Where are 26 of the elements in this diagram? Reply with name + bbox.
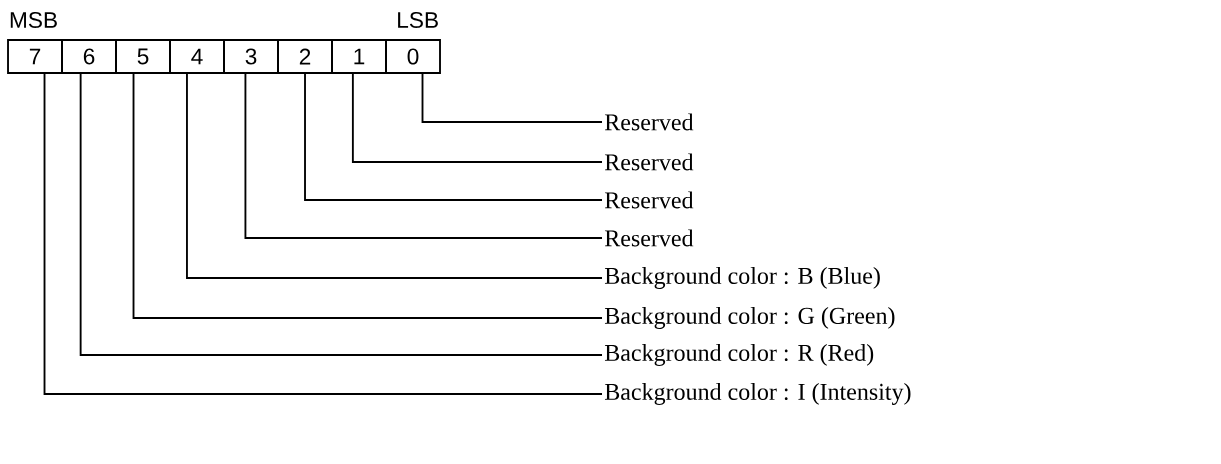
- bit-cell: 2: [277, 39, 333, 74]
- field-description: Reserved: [604, 191, 694, 209]
- leader-line: [186, 73, 603, 279]
- leader-line: [351, 73, 603, 163]
- leader-line: [79, 73, 603, 356]
- leader-line: [244, 73, 603, 239]
- field-description: Reserved: [604, 229, 694, 247]
- bit-order-label: MSB: [10, 11, 57, 29]
- bit-cell: 6: [61, 39, 117, 74]
- bit-order-label: LSB: [398, 11, 438, 29]
- field-description: Reserved: [604, 113, 694, 131]
- bit-cell: 3: [223, 39, 279, 74]
- bit-cell: 5: [115, 39, 171, 74]
- field-description: Background color : G (Green): [604, 307, 895, 329]
- bit-cell: 1: [331, 39, 387, 74]
- field-description: Background color : I (Intensity): [604, 383, 911, 405]
- field-description: Reserved: [604, 153, 694, 171]
- leader-line: [421, 73, 603, 123]
- leader-line: [132, 73, 603, 319]
- bit-cell: 0: [385, 39, 441, 74]
- bit-cell: 7: [7, 39, 63, 74]
- bit-cell: 4: [169, 39, 225, 74]
- field-description: Background color : R (Red): [604, 344, 874, 366]
- leader-line: [43, 73, 603, 395]
- field-description: Background color : B (Blue): [604, 267, 880, 289]
- leader-line: [304, 73, 603, 201]
